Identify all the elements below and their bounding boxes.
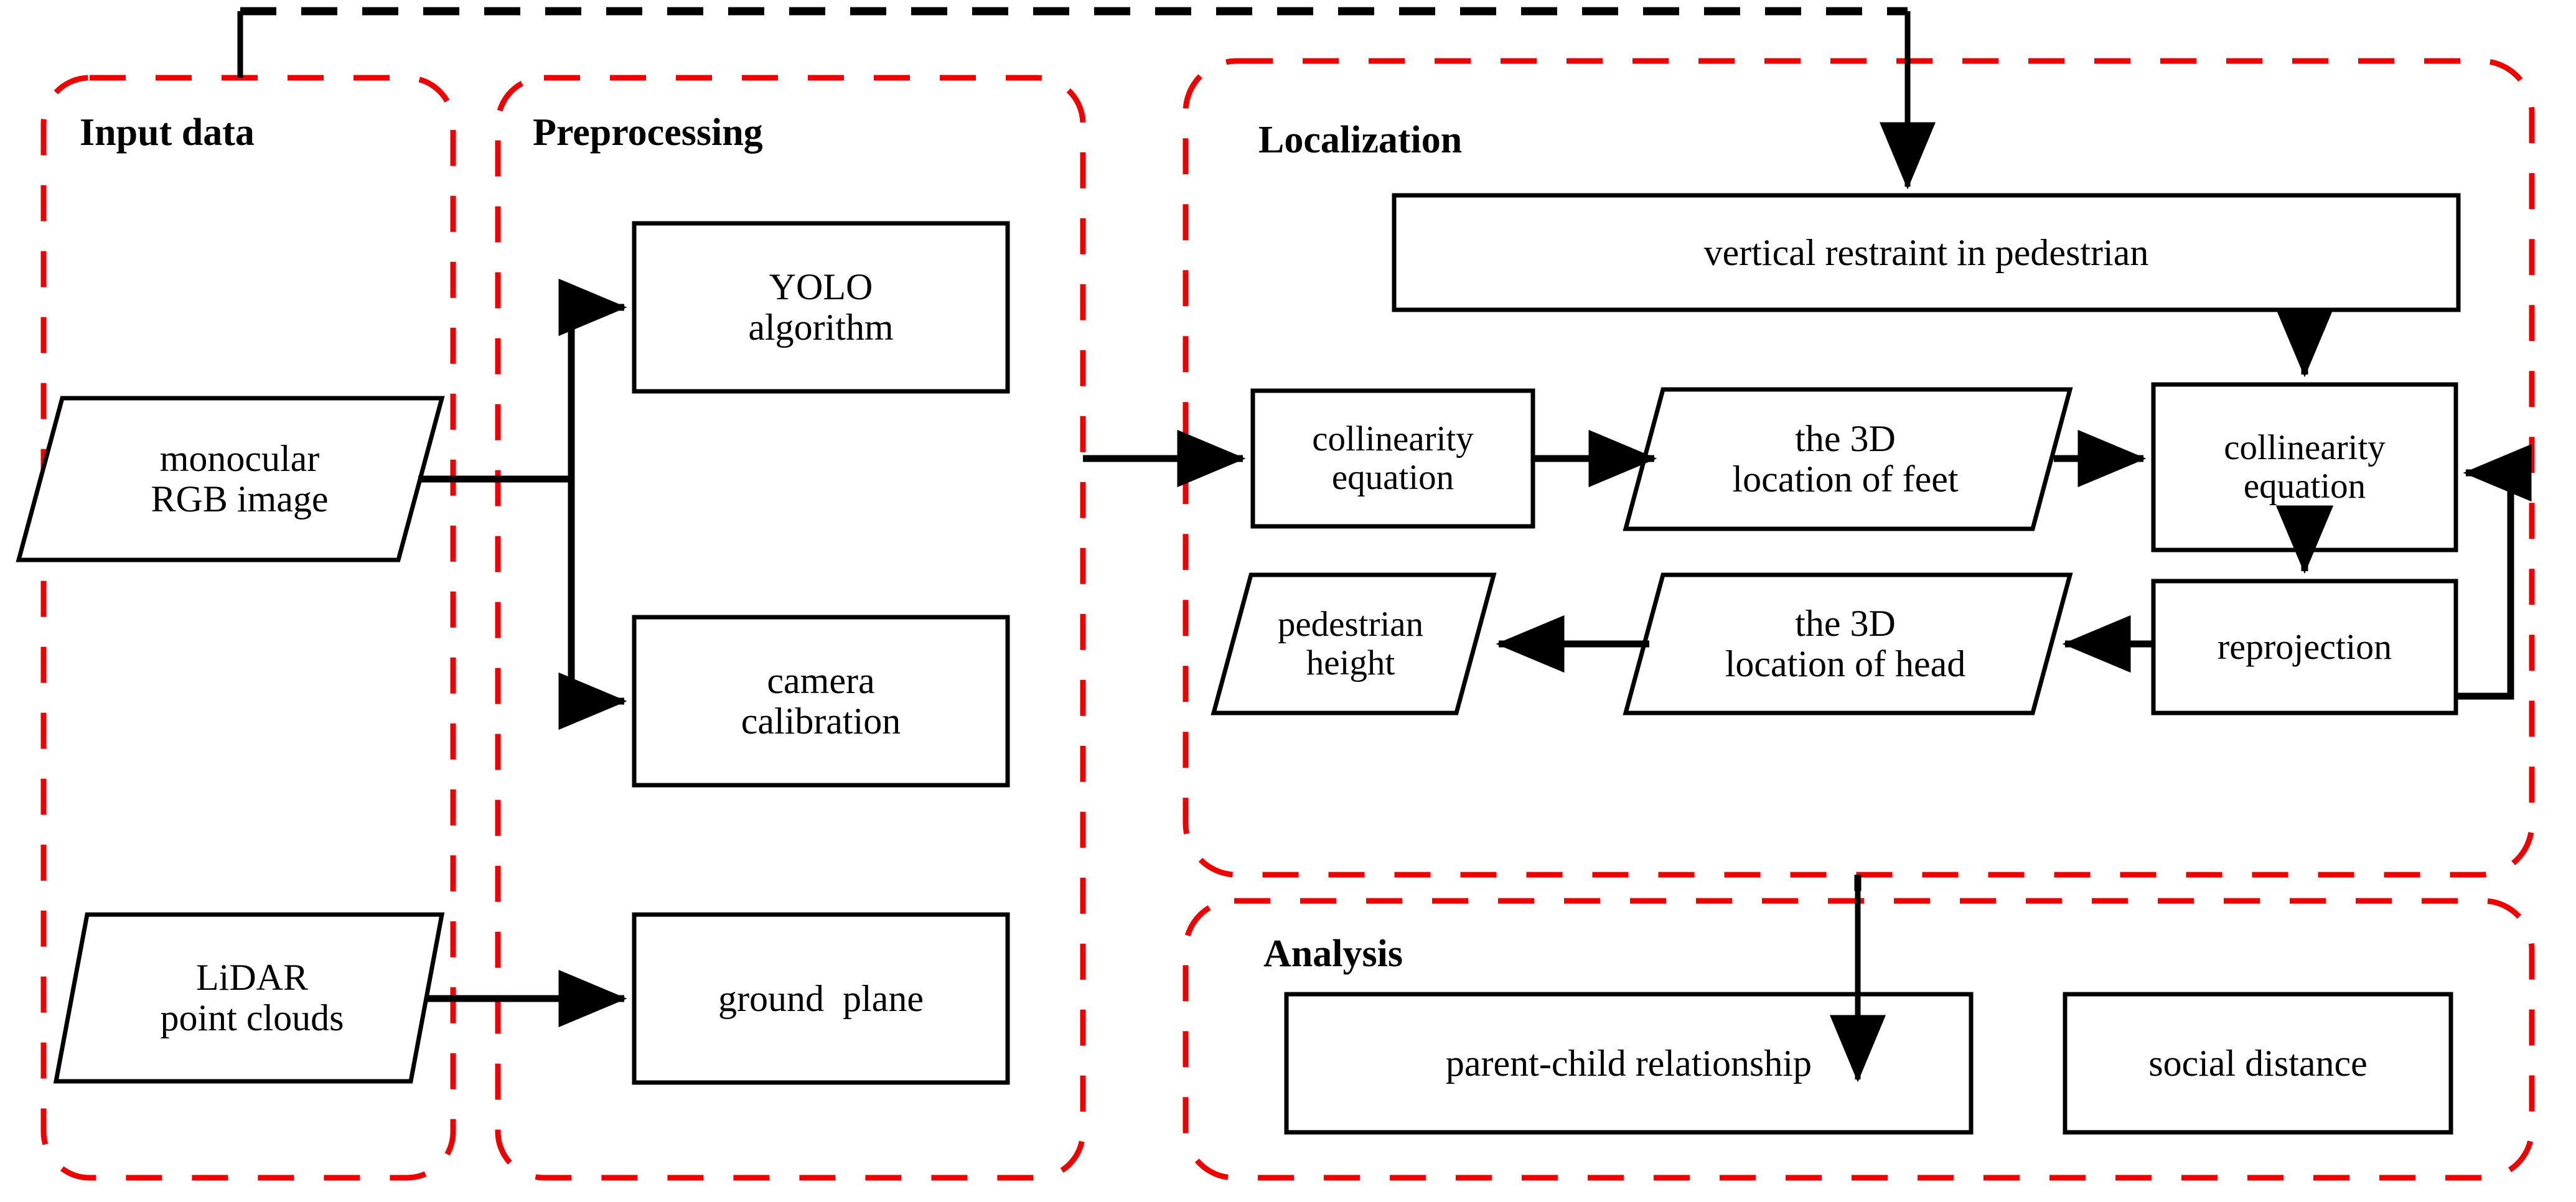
node-ground-plane: [632, 912, 1010, 1085]
node-parent-child-relationship: [1284, 992, 1974, 1135]
node-camera-calibration: [632, 615, 1010, 788]
group-label-input-data: Input data: [80, 111, 255, 154]
node-collinearity-equation-2: [2151, 382, 2458, 552]
node-monocular-rgb-image: [16, 396, 445, 562]
group-label-localization: Localization: [1258, 119, 1463, 161]
group-label-analysis: Analysis: [1263, 933, 1403, 975]
edge-rgb-to-preprocessing: [418, 278, 627, 730]
node-location-of-head: [1623, 572, 2073, 715]
node-location-of-feet: [1623, 387, 2073, 531]
node-pedestrian-height: [1211, 572, 1497, 715]
node-yolo-algorithm: [632, 221, 1010, 394]
node-vertical-restraint: [1392, 193, 2461, 312]
edge-reprojection-feedback-loop: [2456, 444, 2532, 700]
node-social-distance: [2063, 992, 2453, 1135]
group-border-input-data: [40, 75, 456, 1181]
group-border-preprocessing: [495, 75, 1086, 1181]
node-lidar-point-clouds: [53, 912, 445, 1084]
edge-feedback-dashed: [237, 7, 1936, 190]
node-reprojection: [2151, 579, 2458, 715]
node-collinearity-equation-1: [1250, 388, 1535, 529]
group-label-preprocessing: Preprocessing: [533, 111, 763, 154]
